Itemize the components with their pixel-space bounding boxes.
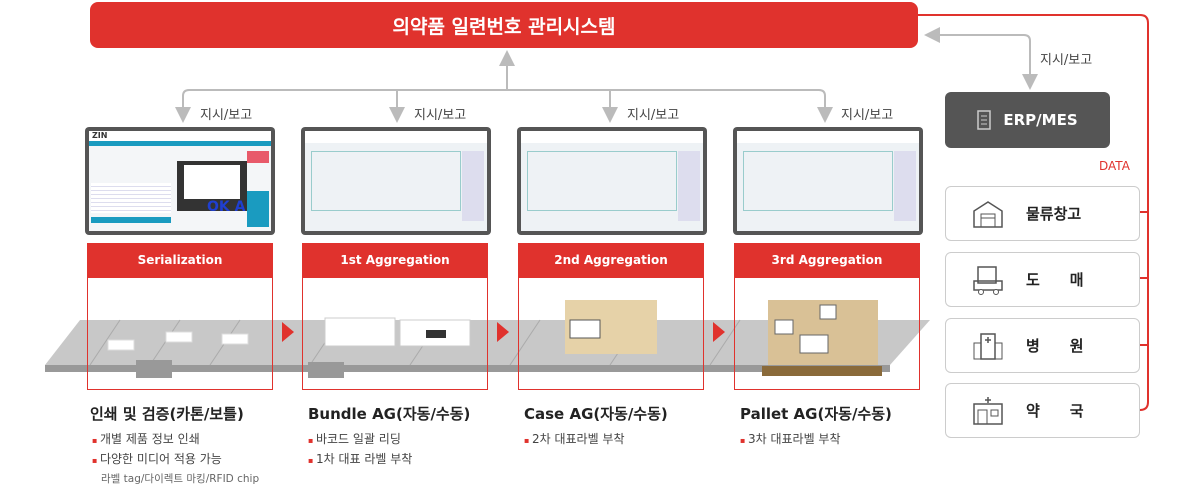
stage-bullet: 바코드 일괄 리딩 [308, 430, 401, 447]
destination-hospital: 병 원 [945, 318, 1140, 373]
destination-label: 병 원 [1026, 337, 1084, 355]
stage-title: Pallet AG(자동/수동) [740, 405, 892, 423]
system-title: 의약품 일련번호 관리시스템 [392, 15, 616, 38]
hospital-icon [973, 332, 1003, 360]
stage-label-3rd-aggregation: 3rd Aggregation [734, 243, 920, 277]
ok-indicator: OK A [207, 199, 246, 215]
report-label-erp: 지시/보고 [1040, 53, 1093, 68]
stage-bullet: 다양한 미디어 적용 가능 [92, 450, 222, 467]
system-title-bar: 의약품 일련번호 관리시스템 [90, 2, 918, 48]
serialization-screen: ZIN OK A [85, 127, 275, 235]
erp-label: ERP/MES [1003, 111, 1078, 129]
conveyor-belt [45, 300, 930, 378]
aggregation-screen [301, 127, 491, 235]
report-label-4: 지시/보고 [841, 108, 894, 123]
stage-bullet: 2차 대표라벨 부착 [524, 430, 625, 447]
aggregation-screen [517, 127, 707, 235]
data-label: DATA [1099, 159, 1130, 173]
stage-note: 라벨 tag/다이렉트 마킹/RFID chip [101, 473, 260, 485]
stage-box [734, 277, 920, 390]
aggregation-screen [733, 127, 923, 235]
report-label-3: 지시/보고 [627, 108, 680, 123]
stage-bullet: 개별 제품 정보 인쇄 [92, 430, 200, 447]
stage-title: Case AG(자동/수동) [524, 405, 668, 423]
stage-bullet: 1차 대표 라벨 부착 [308, 450, 412, 467]
stage-title: 인쇄 및 검증(카톤/보틀) [90, 405, 244, 423]
destination-label: 약 국 [1026, 402, 1084, 420]
destination-label: 물류창고 [1026, 205, 1082, 223]
destination-label: 도 매 [1026, 271, 1084, 289]
erp-mes-box: ERP/MES [945, 92, 1110, 148]
zin-logo: ZIN [89, 131, 271, 141]
stage-box [302, 277, 488, 390]
pharmacy-icon [973, 396, 1003, 425]
destination-wholesale: 도 매 [945, 252, 1140, 307]
stage-label-2nd-aggregation: 2nd Aggregation [518, 243, 704, 277]
warehouse-icon [973, 200, 1003, 228]
stage-box [518, 277, 704, 390]
report-label-2: 지시/보고 [414, 108, 467, 123]
report-label-1: 지시/보고 [200, 108, 253, 123]
destination-warehouse: 물류창고 [945, 186, 1140, 241]
destination-pharmacy: 약 국 [945, 383, 1140, 438]
wholesale-truck-icon [973, 265, 1003, 295]
document-icon [977, 110, 992, 130]
stage-box [87, 277, 273, 390]
stage-bullet: 3차 대표라벨 부착 [740, 430, 841, 447]
stage-title: Bundle AG(자동/수동) [308, 405, 471, 423]
stage-label-serialization: Serialization [87, 243, 273, 277]
stage-label-1st-aggregation: 1st Aggregation [302, 243, 488, 277]
